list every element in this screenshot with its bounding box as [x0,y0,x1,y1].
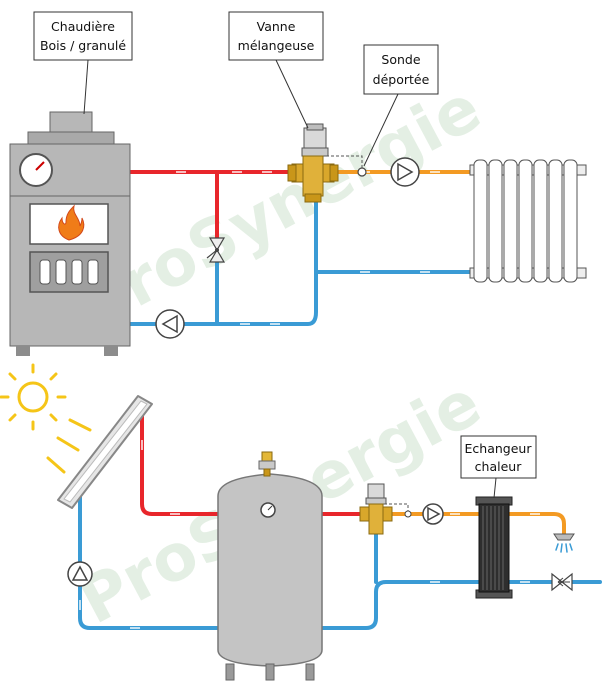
boiler-top-plate [27,131,115,145]
mixing-valve-icon [287,123,339,203]
solar-hot-pipe [140,414,220,516]
bypass-valve-icon [206,237,226,263]
valve-label-line1: Vanne [257,19,296,34]
shower-icon [553,533,575,553]
pump-icon [155,309,185,339]
sensor-callout: Sonde déportée [363,44,439,167]
bottom-pipes [78,414,602,630]
solar-return-pipe [78,494,220,630]
check-valve-icon [551,572,573,592]
sun-icon [0,363,92,474]
boiler-flue [49,111,93,135]
valve-callout: Vanne mélangeuse [228,11,324,129]
flame-icon [58,204,85,241]
pump-icon [67,561,93,587]
valve-label-line2: mélangeuse [238,38,315,53]
storage-tank-icon [217,473,323,681]
mixed-dhw-pipe [390,512,566,536]
bottom-flow-dashes [79,440,540,629]
exchanger-label-line1: Echangeur [465,441,533,456]
remote-sensor-icon [326,155,367,177]
boiler-foot-right [104,346,118,356]
solar-panel-icon [57,395,153,509]
exchanger-callout: Echangeur chaleur [460,435,537,499]
sensor-label-line1: Sonde [381,52,420,67]
safety-valve-icon [258,451,276,477]
exchanger-label-line2: chaleur [475,459,523,474]
mixing-valve-icon [359,483,412,535]
boiler-return-pipe [128,270,318,326]
boiler-foot-left [16,346,30,356]
plate-exchanger-icon [475,496,513,599]
boiler-label-line1: Chaudière [51,19,115,34]
boiler-label-line2: Bois / granulé [40,38,126,53]
pump-icon [422,503,444,525]
pump-icon [390,157,420,187]
sensor-label-line2: déportée [373,72,430,87]
cold-inlet-pipe [320,580,554,630]
boiler [9,111,131,356]
radiator-icon [469,159,587,283]
top-pipes [128,170,472,326]
boiler-callout: Chaudière Bois / granulé [33,11,133,115]
top-flow-dashes [176,171,440,325]
watermark-top: ProSynergie [68,71,493,344]
